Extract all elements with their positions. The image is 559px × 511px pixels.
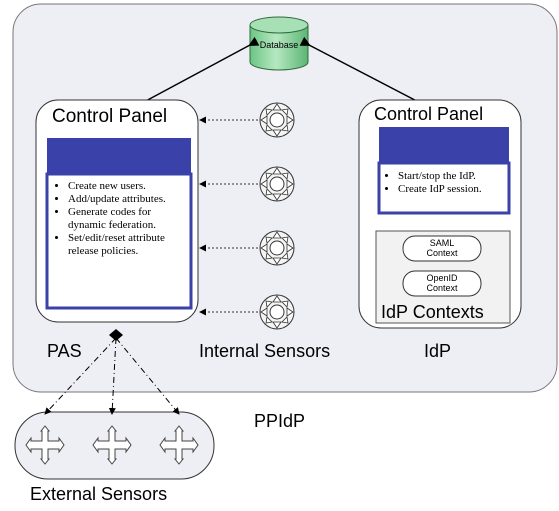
pas-label: PAS [47,341,82,361]
external-sensors-label: External Sensors [30,484,168,504]
pas-panel-header [47,138,191,174]
idp-panel-body [377,161,511,215]
idp-panel-header [379,127,509,163]
idp-feature-list: Start/stop the IdP.Create IdP session. [382,170,508,196]
saml-context-pill [402,235,482,262]
internal-sensors-label: Internal Sensors [199,341,331,361]
openid-context-pill [402,270,482,297]
saml-context-label: SAML Context [426,238,458,258]
idp-feature-item: Create IdP session. [398,183,508,196]
pas-feature-list: Create new users.Add/update attributes.G… [52,180,188,258]
internal-sensor-icon [259,102,295,138]
idp-feature-item: Start/stop the IdP. [398,170,508,183]
external-sensor-arrows [44,337,180,415]
pas-feature-item: Generate codes for dynamic federation. [68,206,188,232]
database-label: Database [259,40,299,50]
pas-panel-body [45,172,193,310]
db-idp-arrow [299,36,436,111]
internal-sensors-group [199,102,295,330]
internal-sensor-icon [259,294,295,330]
pas-panel-title: Control Panel [52,106,168,127]
db-pas-arrow [127,36,260,111]
external-sensor-arrow [44,337,117,415]
ppidp-label: PPIdP [254,411,306,431]
openid-context-label: OpenID Context [426,273,458,293]
idp-contexts-title: IdP Contexts [381,302,484,322]
external-sensor-arrow [115,337,180,415]
internal-sensor-icon [259,166,295,202]
idp-label: IdP [424,341,452,361]
hub-connector [109,329,123,341]
pas-feature-item: Set/edit/reset attribute release policie… [68,232,188,258]
pas-feature-item: Create new users. [68,180,188,193]
internal-sensor-icon [259,230,295,266]
pas-feature-item: Add/update attributes. [68,193,188,206]
idp-panel-title: Control Panel [374,104,484,124]
